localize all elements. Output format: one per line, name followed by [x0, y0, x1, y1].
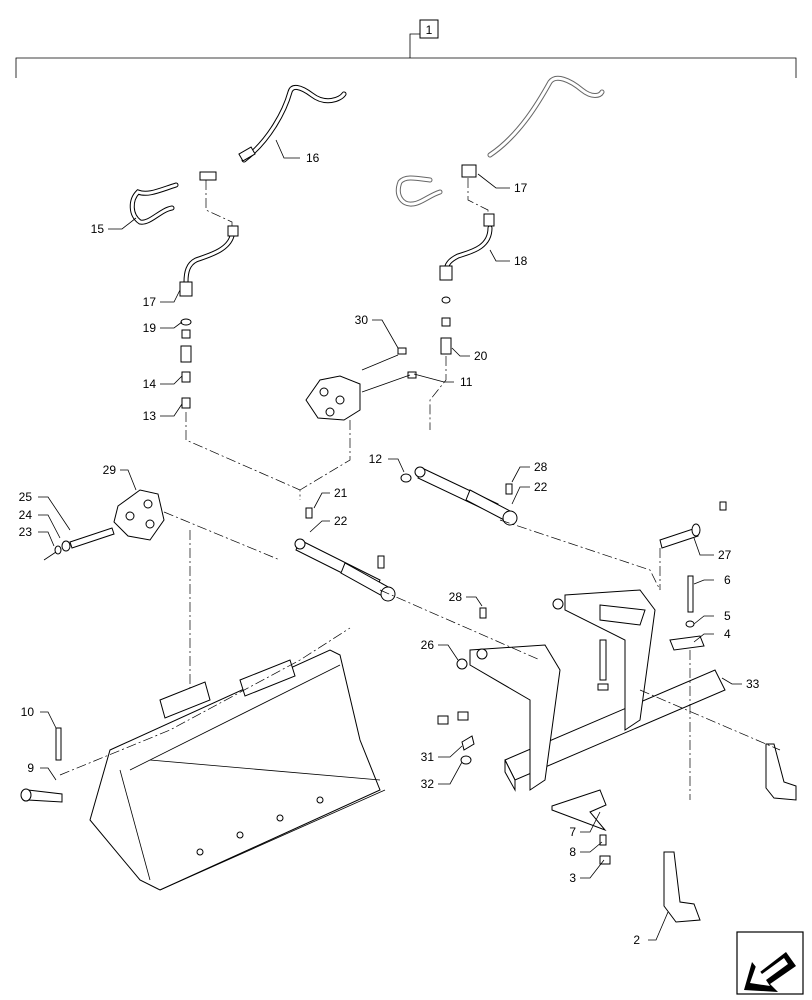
callout-15: 15	[91, 222, 105, 236]
callout-21: 21	[334, 486, 348, 500]
callout-31: 31	[421, 750, 435, 764]
callout-19: 19	[143, 321, 157, 335]
link-bracket-left	[43, 489, 281, 700]
direction-arrow-icon[interactable]	[736, 931, 804, 995]
side-lever-right	[639, 689, 797, 801]
pin-left	[20, 727, 63, 803]
callout-27: 27	[718, 548, 732, 562]
callout-13: 13	[143, 409, 157, 423]
callout-6: 6	[724, 573, 731, 587]
bolt-plate-assembly	[669, 575, 705, 800]
callout-20: 20	[474, 349, 488, 363]
callout-12: 12	[369, 452, 383, 466]
callout-14: 14	[143, 377, 157, 391]
callout-11: 11	[460, 375, 473, 389]
pivot-bracket-upper	[299, 354, 411, 491]
callout-23: 23	[19, 525, 33, 539]
callout-2: 2	[633, 933, 640, 947]
callout-26: 26	[421, 638, 435, 652]
callout-25: 25	[19, 490, 33, 504]
callout-5: 5	[724, 609, 731, 623]
callout-17-right: 17	[514, 181, 528, 195]
callout-24: 24	[19, 508, 33, 522]
quick-coupler-frame	[379, 519, 726, 792]
callout-33: 33	[746, 677, 760, 691]
foot-lever	[663, 851, 701, 923]
callout-7: 7	[569, 825, 576, 839]
callout-28-lower: 28	[449, 590, 463, 604]
cylinder-lower	[294, 507, 396, 602]
left-hose-assembly	[129, 85, 347, 500]
callout-3: 3	[569, 871, 576, 885]
callout-labels: 2 3 4 5 6 7 8 9 10 11 12 13 14 15 16 17 …	[19, 151, 760, 947]
callout-30: 30	[355, 313, 369, 327]
leader-lines	[38, 139, 742, 941]
callout-29: 29	[103, 463, 117, 477]
callout-8: 8	[569, 845, 576, 859]
callout-16: 16	[306, 151, 320, 165]
wear-plate-lower	[551, 789, 611, 865]
callout-22-upper: 22	[534, 480, 548, 494]
cylinder-upper	[400, 466, 518, 526]
callout-4: 4	[724, 627, 731, 641]
callout-18: 18	[514, 254, 528, 268]
callout-9: 9	[27, 761, 34, 775]
right-hose-assembly	[395, 75, 605, 430]
small-fasteners	[437, 607, 487, 765]
callout-22-lower: 22	[334, 514, 348, 528]
callout-32: 32	[421, 777, 435, 791]
pin-right	[659, 501, 727, 590]
callout-10: 10	[21, 705, 35, 719]
assembly-bracket: 1	[15, 19, 797, 78]
callout-1: 1	[426, 23, 433, 37]
callout-17-left: 17	[143, 295, 157, 309]
loader-bucket	[59, 627, 386, 891]
callout-28-upper: 28	[534, 460, 548, 474]
